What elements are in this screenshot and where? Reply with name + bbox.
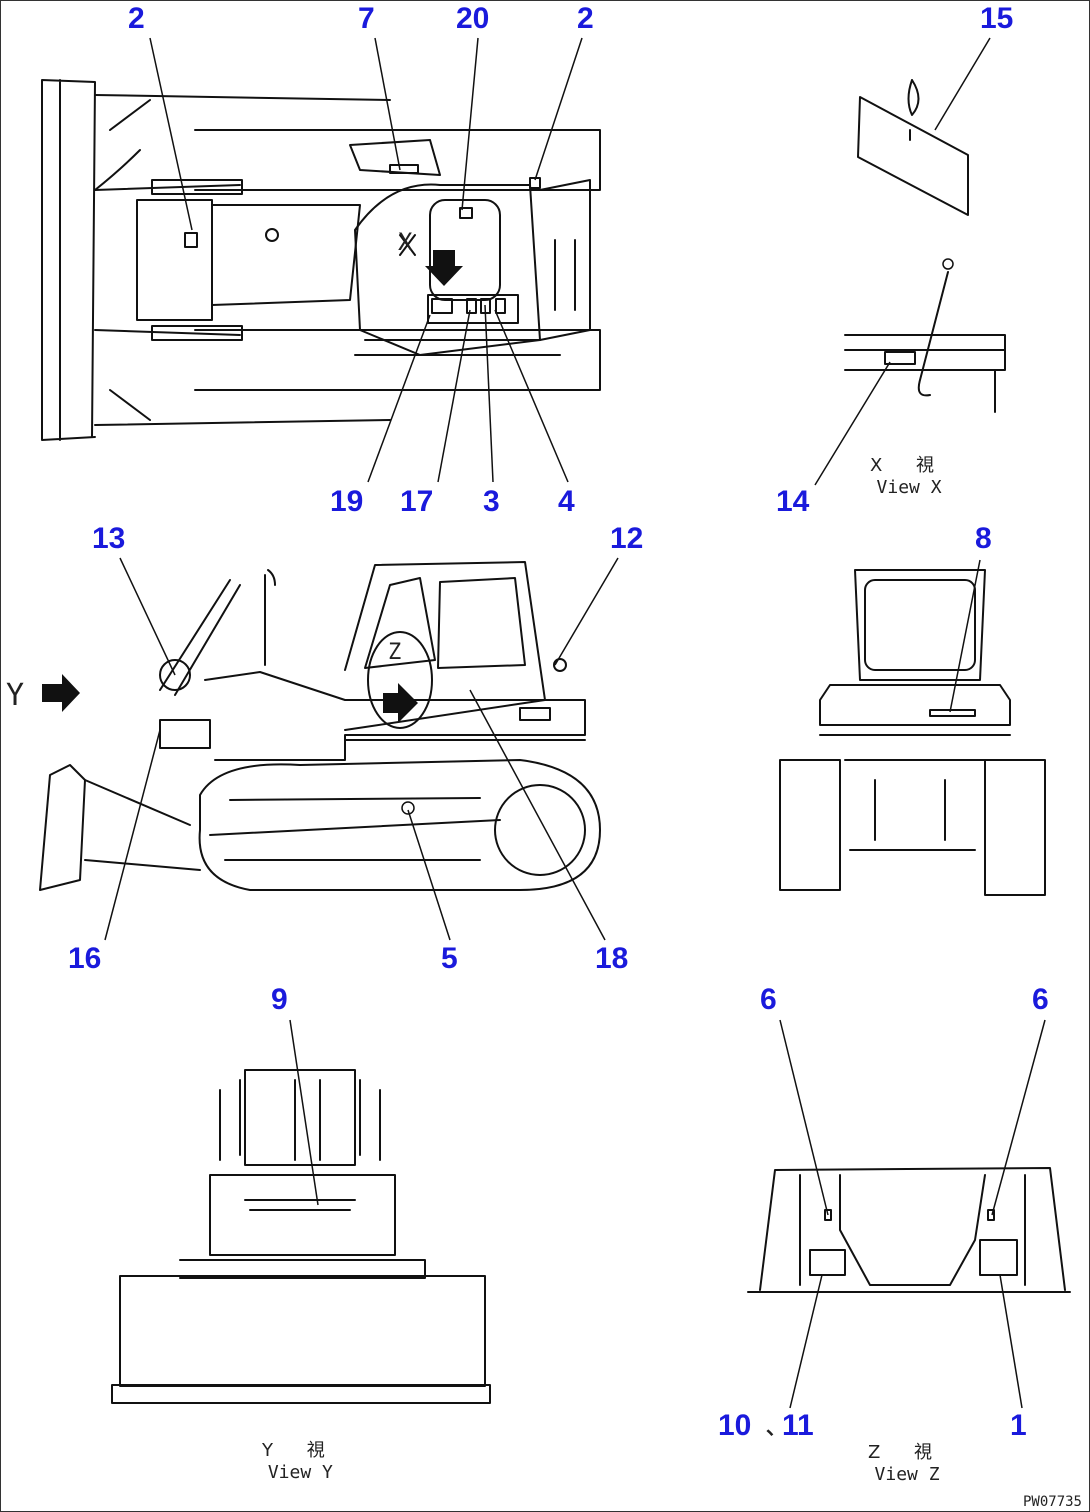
callout-14: 14 — [776, 485, 810, 518]
callout-separator: 、 — [766, 1417, 786, 1439]
view-y-label: Y 視 View Y — [262, 1440, 339, 1483]
view-y-label-jp: Y 視 — [262, 1440, 339, 1461]
callout-19: 19 — [330, 485, 364, 518]
rear-view — [779, 569, 1046, 896]
circle-x-marker: X — [398, 228, 413, 256]
view-x-label: X 視 View X — [870, 455, 948, 498]
callout-15: 15 — [980, 2, 1014, 35]
view-z — [747, 1167, 1071, 1293]
side-view — [39, 561, 601, 891]
callout-10: 10 — [718, 1409, 752, 1442]
view-x-label-en: View X — [876, 476, 942, 498]
callout-2-left: 2 — [128, 2, 145, 35]
view-x-label-jp: X 視 — [870, 455, 949, 476]
view-y — [111, 1069, 491, 1404]
circle-z-marker: Z — [388, 640, 402, 665]
callout-13: 13 — [92, 522, 126, 555]
callout-4: 4 — [558, 485, 575, 518]
view-x — [844, 79, 1006, 413]
callout-18: 18 — [595, 942, 629, 975]
leader-lines — [104, 37, 1046, 1409]
callout-20: 20 — [456, 2, 490, 35]
callout-1: 1 — [1010, 1409, 1027, 1442]
callout-5: 5 — [441, 942, 458, 975]
view-y-label-en: View Y — [267, 1461, 333, 1483]
view-z-label: Z 視 View Z — [868, 1442, 946, 1485]
callout-12: 12 — [610, 522, 644, 555]
top-view — [41, 79, 601, 441]
callout-9: 9 — [271, 983, 288, 1016]
callout-17: 17 — [400, 485, 434, 518]
callout-16: 16 — [68, 942, 102, 975]
callout-3: 3 — [483, 485, 500, 518]
callout-2-right: 2 — [577, 2, 594, 35]
callout-6-left: 6 — [760, 983, 777, 1016]
drawing-code: PW07735 — [1022, 1494, 1082, 1510]
callout-8: 8 — [975, 522, 992, 555]
callout-6-right: 6 — [1032, 983, 1049, 1016]
arrow-y-marker: Y — [6, 678, 25, 713]
callout-7: 7 — [358, 2, 375, 35]
callout-11: 11 — [782, 1409, 814, 1442]
view-z-label-jp: Z 視 — [868, 1442, 947, 1463]
view-z-label-en: View Z — [874, 1463, 940, 1485]
